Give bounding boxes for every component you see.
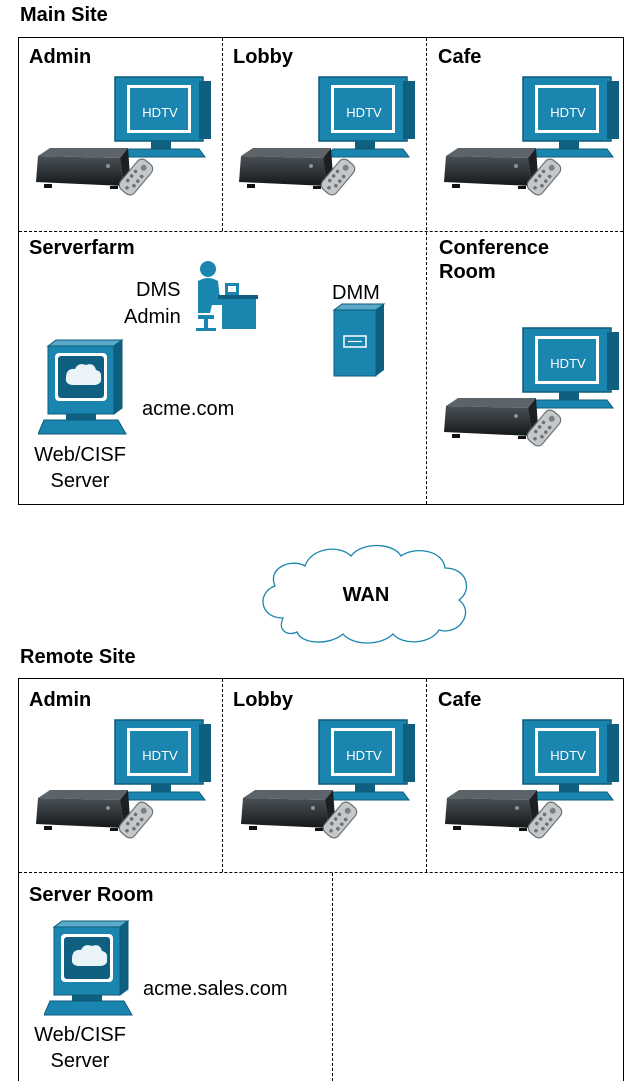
remote-server-label-line2: Server <box>50 1050 110 1072</box>
main-site-col-divider-1 <box>222 38 223 231</box>
hdtv-label: HDTV <box>142 748 178 763</box>
remote-room-label-lobby: Lobby <box>233 689 293 711</box>
remote-site-col-divider-1 <box>222 679 223 872</box>
remote-control-icon <box>524 408 564 448</box>
main-site-row-divider <box>19 231 623 232</box>
remote-server-label-line1: Web/CISF <box>34 1024 126 1046</box>
remote-control-icon <box>524 157 564 197</box>
room-label-admin: Admin <box>29 46 92 68</box>
room-label-cafe: Cafe <box>438 46 482 68</box>
remote-site-domain: acme.sales.com <box>143 978 288 1000</box>
remote-room-label-cafe: Cafe <box>438 689 482 711</box>
remote-control-icon <box>116 800 156 840</box>
remote-control-icon <box>320 800 360 840</box>
web-server-icon <box>38 338 128 438</box>
room-label-serverfarm: Serverfarm <box>29 237 135 259</box>
remote-control-icon <box>116 157 156 197</box>
room-label-conference-line1: Conference <box>439 237 550 259</box>
remote-room-label-server-room: Server Room <box>29 884 154 906</box>
remote-site-title: Remote Site <box>20 646 136 668</box>
room-label-conference-line2: Room <box>439 261 496 283</box>
main-site-title: Main Site <box>20 4 108 26</box>
main-site-col-divider-2 <box>426 38 427 504</box>
dms-admin-label-line2: Admin <box>124 306 181 328</box>
room-label-lobby: Lobby <box>233 46 293 68</box>
hdtv-label: HDTV <box>346 748 382 763</box>
wan-cloud-icon <box>262 544 468 644</box>
remote-control-icon <box>318 157 358 197</box>
main-site-domain: acme.com <box>142 398 235 420</box>
dmm-server-icon <box>332 303 386 377</box>
hdtv-label: HDTV <box>142 105 178 120</box>
dmm-label: DMM <box>332 282 380 304</box>
remote-room-label-admin: Admin <box>29 689 92 711</box>
web-server-icon <box>44 919 134 1019</box>
admin-user-icon <box>196 261 258 331</box>
hdtv-label: HDTV <box>550 356 586 371</box>
remote-site-col-divider-3 <box>332 873 333 1081</box>
main-server-label-line1: Web/CISF <box>34 444 126 466</box>
main-server-label-line2: Server <box>50 470 110 492</box>
remote-site-row-divider <box>19 872 623 873</box>
dms-admin-label-line1: DMS <box>136 279 181 301</box>
remote-control-icon <box>525 800 565 840</box>
hdtv-label: HDTV <box>550 105 586 120</box>
remote-site-col-divider-2 <box>426 679 427 872</box>
wan-label: WAN <box>342 584 390 606</box>
hdtv-label: HDTV <box>346 105 382 120</box>
hdtv-label: HDTV <box>550 748 586 763</box>
